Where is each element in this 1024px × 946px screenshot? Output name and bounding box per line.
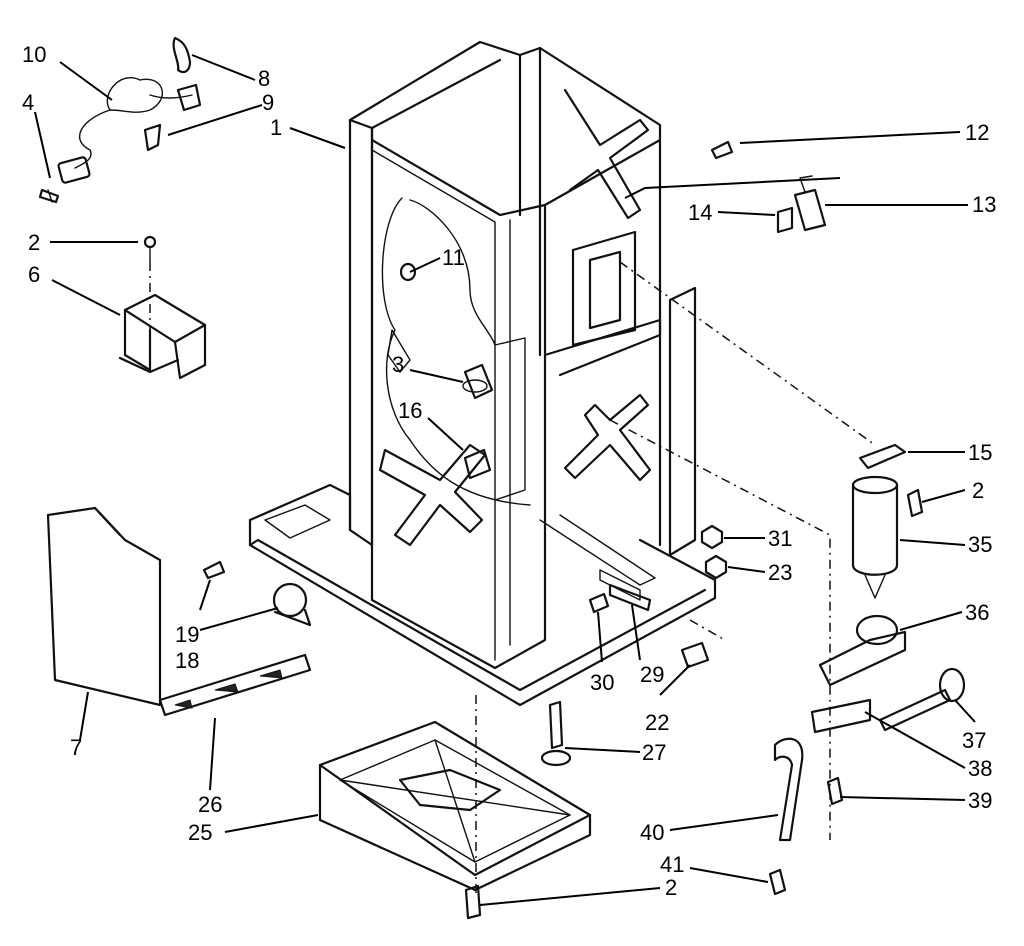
callout-31: 31 [768,526,792,551]
foot-part-3 [462,363,494,400]
callout-6: 6 [28,262,40,287]
nut-part-31 [700,524,724,550]
callout-25: 25 [188,820,212,845]
callout-7: 7 [70,735,82,760]
callout-4: 4 [22,90,34,115]
rail-part-29 [608,583,652,612]
bracket-part-38 [810,698,872,734]
callout-8: 8 [258,66,270,91]
bolt-part-30 [588,592,610,614]
power-cord-part-10 [57,77,202,184]
callout-labels: 10 4 8 9 1 12 14 13 2 11 6 3 16 15 2 35 … [22,42,996,900]
callout-40: 40 [640,820,664,845]
callout-13: 13 [972,192,996,217]
insulation-strip-part-26 [158,653,312,717]
callout-39: 39 [968,788,992,813]
screw-part-4 [38,188,60,204]
callout-30: 30 [590,670,614,695]
cabinet-frame [248,40,717,707]
bracket-part-14 [776,206,794,234]
grommet-part-11 [399,262,417,282]
bracket-part-36 [818,614,907,687]
screw-part-12 [710,140,734,160]
callout-18: 18 [175,648,199,673]
plate-part-15 [858,443,907,470]
screw-part-2-bottom [464,884,482,920]
screw-part-19 [202,560,226,580]
cord-clamps-part-8-9 [143,36,192,152]
callout-41: 41 [660,852,684,877]
clip-part-41 [768,868,787,896]
callout-23: 23 [768,560,792,585]
leader-lines [34,54,976,906]
callout-10: 10 [22,42,46,67]
access-panel-part-7 [46,506,162,707]
callout-26: 26 [198,792,222,817]
callout-11: 11 [442,245,465,270]
callout-16: 16 [398,398,422,423]
callout-2-top: 2 [28,230,40,255]
callout-14: 14 [688,200,712,225]
callout-37: 37 [962,728,986,753]
nut-part-23 [704,554,728,580]
alignment-lines [475,261,876,895]
callout-36: 36 [965,600,989,625]
callout-9: 9 [262,90,274,115]
screw-and-cover-part-2-6 [118,235,207,380]
callout-12: 12 [965,120,989,145]
base-pan-part-25 [318,720,592,892]
callout-38: 38 [968,756,992,781]
callout-1: 1 [270,115,282,140]
callout-3: 3 [392,352,404,377]
callout-19: 19 [175,622,199,647]
motor-bracket-part-18 [272,582,312,627]
switch-part-16 [463,448,492,480]
plug-part-22 [680,641,710,669]
callout-35: 35 [968,532,992,557]
callout-27: 27 [642,740,666,765]
callout-22: 22 [645,710,669,735]
hose-part-40 [773,737,804,842]
callout-29: 29 [640,662,664,687]
callout-2-right: 2 [972,478,984,503]
switch-part-13 [793,175,827,232]
leveling-foot-part-27 [540,700,572,767]
capacitor-part-35 [851,475,899,599]
screw-part-2-right [906,488,924,518]
arm-part-37 [878,667,966,732]
callout-2-bottom: 2 [665,875,677,900]
callout-15: 15 [968,440,992,465]
